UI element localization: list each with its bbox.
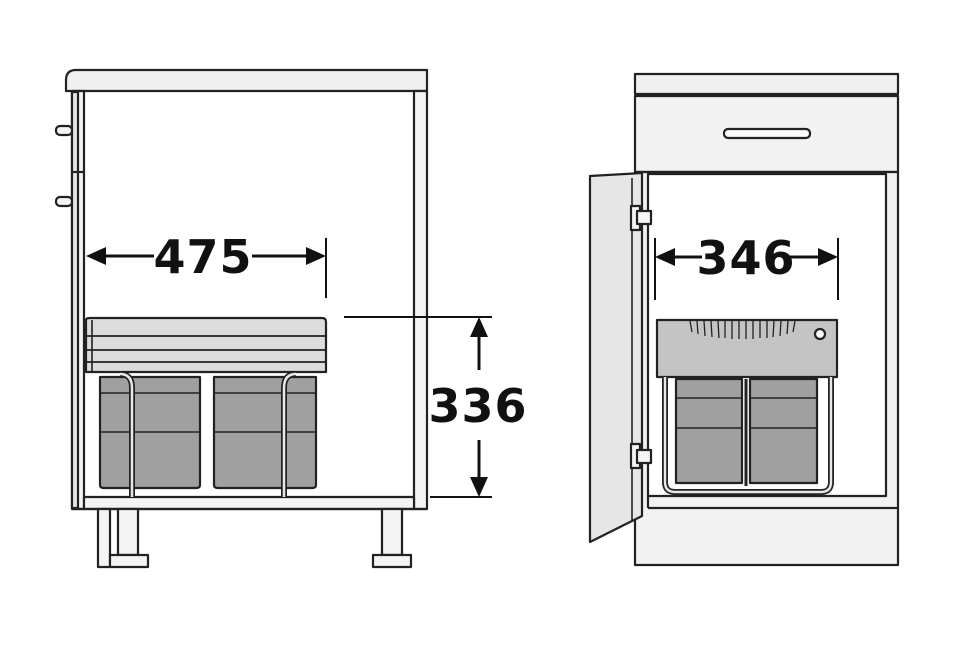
drawer-handle [722,127,812,140]
left-cabinet-right-panel [412,89,429,511]
right-bin-1 [674,377,744,485]
left-leg-front [96,507,112,569]
left-cabinet [54,68,429,569]
left-worktop [64,68,429,93]
left-bin-2 [212,375,318,490]
right-bin-2 [748,377,819,485]
left-leg-front-post [116,507,140,557]
left-leg-back-post [380,507,404,557]
width-label-346: 346 [696,231,795,285]
right-cabinet [588,72,900,567]
left-knob-top [54,124,74,137]
left-leg-front-foot [108,553,150,569]
lid-button [813,327,827,341]
right-width-dimension [654,238,839,300]
height-label-336: 336 [428,379,527,433]
right-worktop [633,72,900,96]
left-cabinet-bottom [82,495,416,511]
left-bin-1 [98,375,202,490]
left-height-dimension [344,316,492,498]
right-open-door [588,171,644,544]
width-label-475: 475 [153,230,252,284]
right-pullout-lid [655,318,839,379]
left-leg-back-foot [371,553,413,569]
left-pullout-top [84,316,328,374]
left-door-edge [70,90,80,510]
left-knob-bottom [54,195,74,208]
right-lid-ribs [689,320,796,339]
left-width-dimension [86,238,327,298]
